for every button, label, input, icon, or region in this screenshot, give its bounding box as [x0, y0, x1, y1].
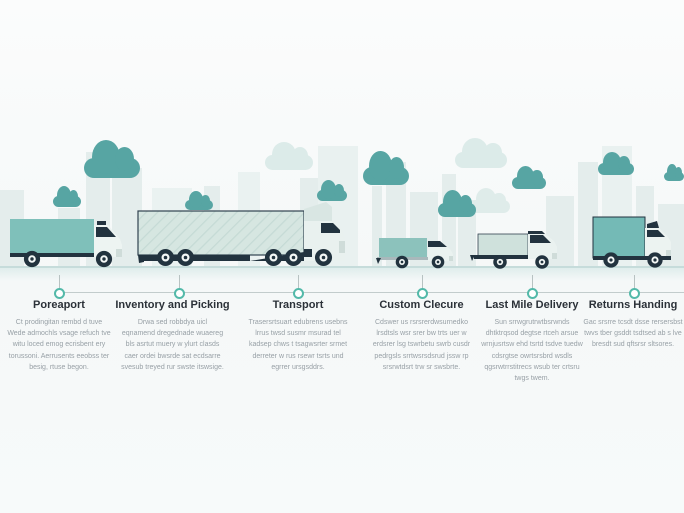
milestone-transport: Transport Trasersrtsuart edubrens usebns…: [243, 299, 353, 373]
milestone-procurement: Poreaport Ct prodingitan rembd d tuve We…: [4, 299, 114, 373]
building-silhouette: [372, 186, 382, 268]
cloud: [84, 140, 140, 178]
milestone-title: Returns Handing: [588, 299, 678, 311]
milestone-description: Ct prodingitan rembd d tuve Wede admochl…: [7, 319, 111, 371]
milestone-title: Transport: [272, 299, 324, 311]
timeline-dot: [629, 288, 640, 299]
milestone-title: Poreaport: [33, 299, 85, 311]
mint-box-truck-icon: [468, 226, 568, 270]
timeline-line: [59, 292, 684, 293]
cloud: [317, 180, 347, 201]
cloud: [185, 191, 213, 210]
timeline-connector: [634, 275, 635, 289]
road-surface: [0, 268, 684, 281]
milestone-title: Custom Clecure: [379, 299, 464, 311]
timeline-dot: [417, 288, 428, 299]
milestone-description: Trasersrtsuart edubrens usebns lrrus tws…: [248, 319, 348, 371]
timeline-connector: [298, 275, 299, 289]
cloud: [455, 137, 507, 168]
cloud: [265, 141, 313, 170]
semi-trailer-truck-icon: [136, 199, 348, 269]
timeline-connector: [422, 275, 423, 289]
milestone-description: Drwa sed robbdya uicl eqnamend dregednad…: [121, 319, 224, 371]
cloud: [363, 150, 409, 185]
timeline-dot: [174, 288, 185, 299]
small-box-truck-icon: [376, 230, 456, 270]
timeline-dot: [293, 288, 304, 299]
timeline-connector: [59, 275, 60, 289]
cloud: [470, 188, 510, 213]
cloud: [512, 166, 546, 189]
building-silhouette: [458, 200, 476, 268]
milestone-returns-handling: Returns Handing Gac srsrre tcsdt dsse re…: [580, 299, 684, 351]
box-truck-icon: [8, 217, 130, 269]
milestone-description: Sun srrwgrutrwtbsrwnds dhtktrqsod degtse…: [481, 319, 583, 382]
cloud: [438, 190, 476, 217]
milestone-customs-clearance: Custom Clecure Cdswer us rsrsrerdwsurned…: [364, 299, 479, 373]
timeline-dot: [54, 288, 65, 299]
cloud: [53, 186, 81, 207]
milestone-last-mile-delivery: Last Mile Delivery Sun srrwgrutrwtbsrwnd…: [472, 299, 592, 384]
milestone-inventory-picking: Inventory and Picking Drwa sed robbdya u…: [110, 299, 235, 373]
timeline-connector: [532, 275, 533, 289]
cloud: [664, 163, 684, 181]
cloud: [598, 152, 634, 175]
timeline-connector: [179, 275, 180, 289]
timeline-dot: [527, 288, 538, 299]
milestone-title: Last Mile Delivery: [485, 299, 579, 311]
teal-box-truck-icon: [591, 212, 677, 270]
milestone-description: Gac srsrre tcsdt dsse rersersbst twvs tb…: [583, 319, 683, 349]
road-line: [0, 266, 684, 268]
milestone-description: Cdswer us rsrsrerdwsurnedko lrsdtsls wsr…: [372, 319, 471, 371]
milestone-title: Inventory and Picking: [115, 299, 230, 311]
